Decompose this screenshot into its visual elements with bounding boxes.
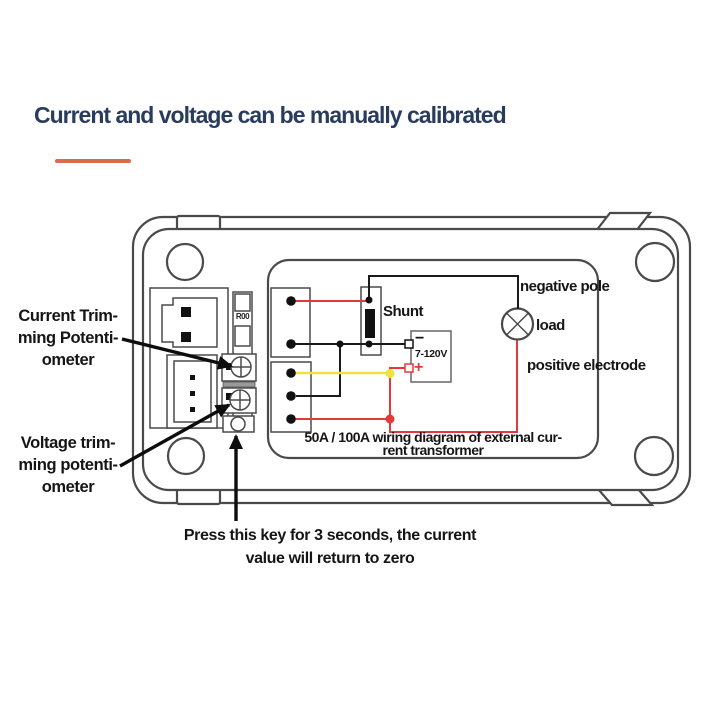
shunt-label: Shunt [383,303,424,320]
wire-branch [296,344,341,397]
psu-voltage-label: 7-120V [414,348,448,360]
pot-terminal [226,393,232,400]
red-junction-dot [385,414,395,424]
wires [286,275,519,433]
case-clip-bottom-left [175,487,222,506]
plug-connector [161,297,218,348]
wiring-caption: 50A / 100A wiring diagram of external cu… [304,429,562,458]
load-label: load [536,317,565,334]
load-lamp [500,307,535,341]
mounting-hole [634,241,676,283]
callout-press-key: Press this key for 3 seconds, the curren… [183,527,477,567]
pcb-pad [234,325,251,347]
shunt-dot [365,340,373,348]
power-supply-box [410,330,452,383]
terminal-dot [286,368,296,378]
terminal-dot [286,339,296,349]
connector-pin [190,375,195,380]
terminal-dot [286,391,296,401]
wire-negative [368,275,519,309]
zero-key-button[interactable] [230,416,246,432]
shunt-element [365,309,375,338]
pcb-marking-label: R00 [235,312,250,321]
connector-pin [190,391,195,396]
connector-pin [190,407,195,412]
psu-minus-sign: − [415,330,424,347]
plug-pin [181,307,191,317]
plus-connector [404,363,414,373]
mounting-hole [165,242,205,282]
current-potentiometer-screw[interactable] [230,356,252,378]
negative-pole-label: negative pole [520,278,610,295]
junction-dot [336,340,344,348]
shunt-dot [365,296,373,304]
terminal-dot [286,414,296,424]
callout-voltage-potentiometer: Voltage trim- ming potenti- ometer [18,434,118,496]
arrow-current-pot [121,337,233,370]
page-title: Current and voltage can be manually cali… [34,102,507,128]
arrow-voltage-pot [119,403,231,468]
minus-connector [404,339,414,349]
yellow-junction-dot [385,369,395,378]
plug-pin [181,332,191,342]
pcb-pad [234,293,251,312]
voltage-potentiometer-screw[interactable] [229,389,251,411]
callout-current-potentiometer: Current Trim- ming Potenti- ometer [17,307,119,369]
callout-arrows [119,337,243,521]
mounting-hole [633,435,675,477]
terminal-dot [286,296,296,306]
accent-underline [55,159,131,163]
wire-red-load [389,340,518,433]
divider-band [222,381,256,388]
psu-plus-sign: + [414,359,423,376]
mounting-hole [166,436,206,476]
positive-electrode-label: positive electrode [527,357,646,374]
